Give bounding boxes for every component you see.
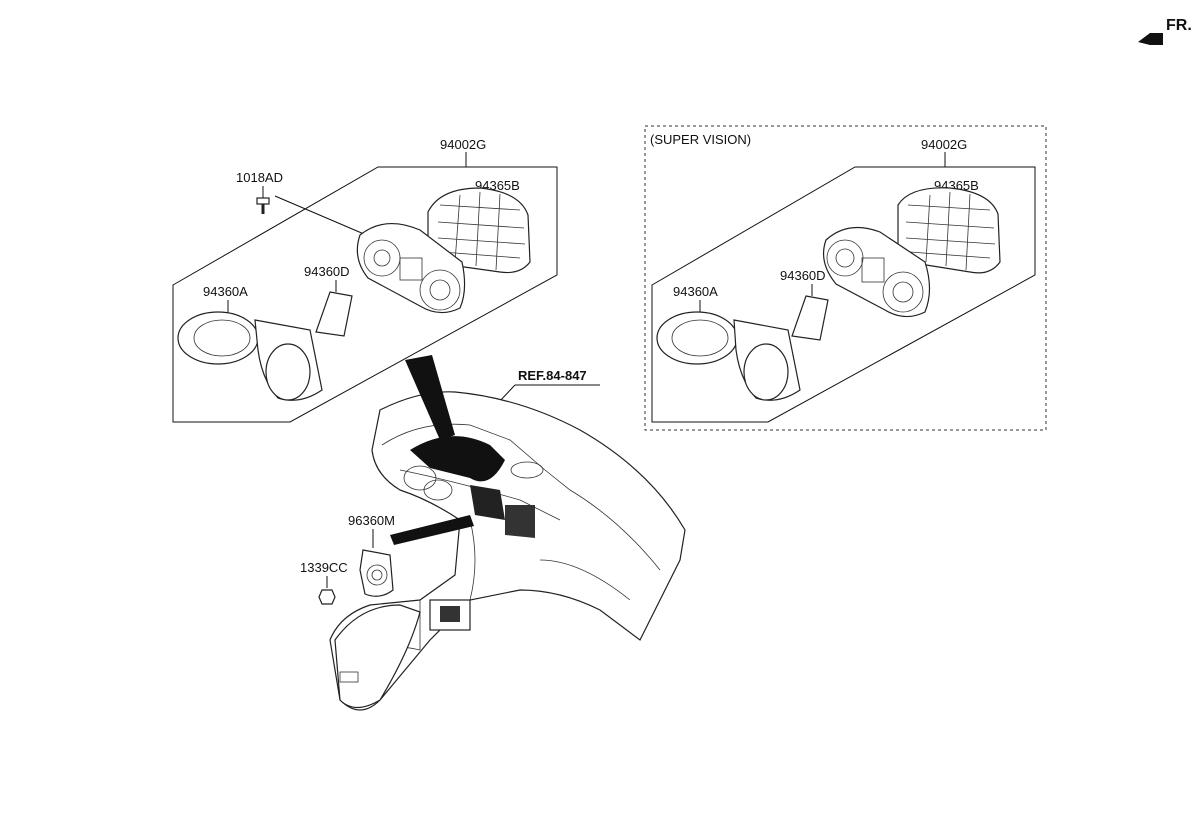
gauge-board-icon bbox=[356, 222, 466, 314]
lcd-label[interactable]: 94360D bbox=[304, 264, 350, 279]
sv-assembly-label[interactable]: 94002G bbox=[921, 137, 967, 152]
switch-label[interactable]: 96360M bbox=[348, 513, 395, 528]
nut-label[interactable]: 1339CC bbox=[300, 560, 348, 575]
front-label: FR. bbox=[1166, 17, 1192, 34]
sv-gauge-board-icon bbox=[823, 226, 931, 318]
supervision-cluster-group: (SUPER VISION) 94002G 94365B 94360D 9436… bbox=[644, 125, 1047, 431]
nut-icon bbox=[318, 589, 336, 605]
switch-group: 96360M 1339CC bbox=[300, 513, 395, 605]
screw-label[interactable]: 1018AD bbox=[236, 170, 283, 185]
group-bracket-supervision bbox=[651, 166, 1036, 423]
front-case-icon bbox=[177, 311, 323, 401]
switch-icon bbox=[359, 549, 394, 597]
standard-cluster-group: 94002G 1018AD 94365B 94360D 9 bbox=[172, 137, 558, 423]
front-arrow-icon bbox=[1138, 33, 1163, 45]
switch-callout-wedge bbox=[390, 515, 474, 545]
assembly-label[interactable]: 94002G bbox=[440, 137, 486, 152]
cluster-hood-icon bbox=[410, 436, 505, 482]
console-shifter-icon bbox=[429, 599, 471, 631]
lcd-panel-icon bbox=[315, 291, 353, 337]
armrest-icon bbox=[334, 604, 421, 709]
front-direction-marker: FR. bbox=[1138, 17, 1192, 45]
sv-lcd-panel-icon bbox=[791, 295, 829, 341]
sv-lcd-label[interactable]: 94360D bbox=[780, 268, 826, 283]
gauge-opening-icon bbox=[403, 465, 453, 501]
center-display-icon bbox=[510, 461, 544, 479]
dashboard-illustration: REF.84-847 bbox=[329, 355, 686, 711]
ref-label[interactable]: REF.84-847 bbox=[518, 368, 587, 383]
supervision-dashed-frame bbox=[644, 125, 1047, 431]
front-case-label[interactable]: 94360A bbox=[203, 284, 248, 299]
group-bracket-standard bbox=[172, 166, 558, 423]
supervision-title: (SUPER VISION) bbox=[650, 132, 751, 147]
sv-front-case-label[interactable]: 94360A bbox=[673, 284, 718, 299]
cluster-callout-wedge bbox=[405, 355, 455, 440]
screw-icon bbox=[256, 197, 270, 214]
sv-front-case-icon bbox=[656, 311, 801, 401]
center-vent-icon bbox=[470, 485, 535, 538]
